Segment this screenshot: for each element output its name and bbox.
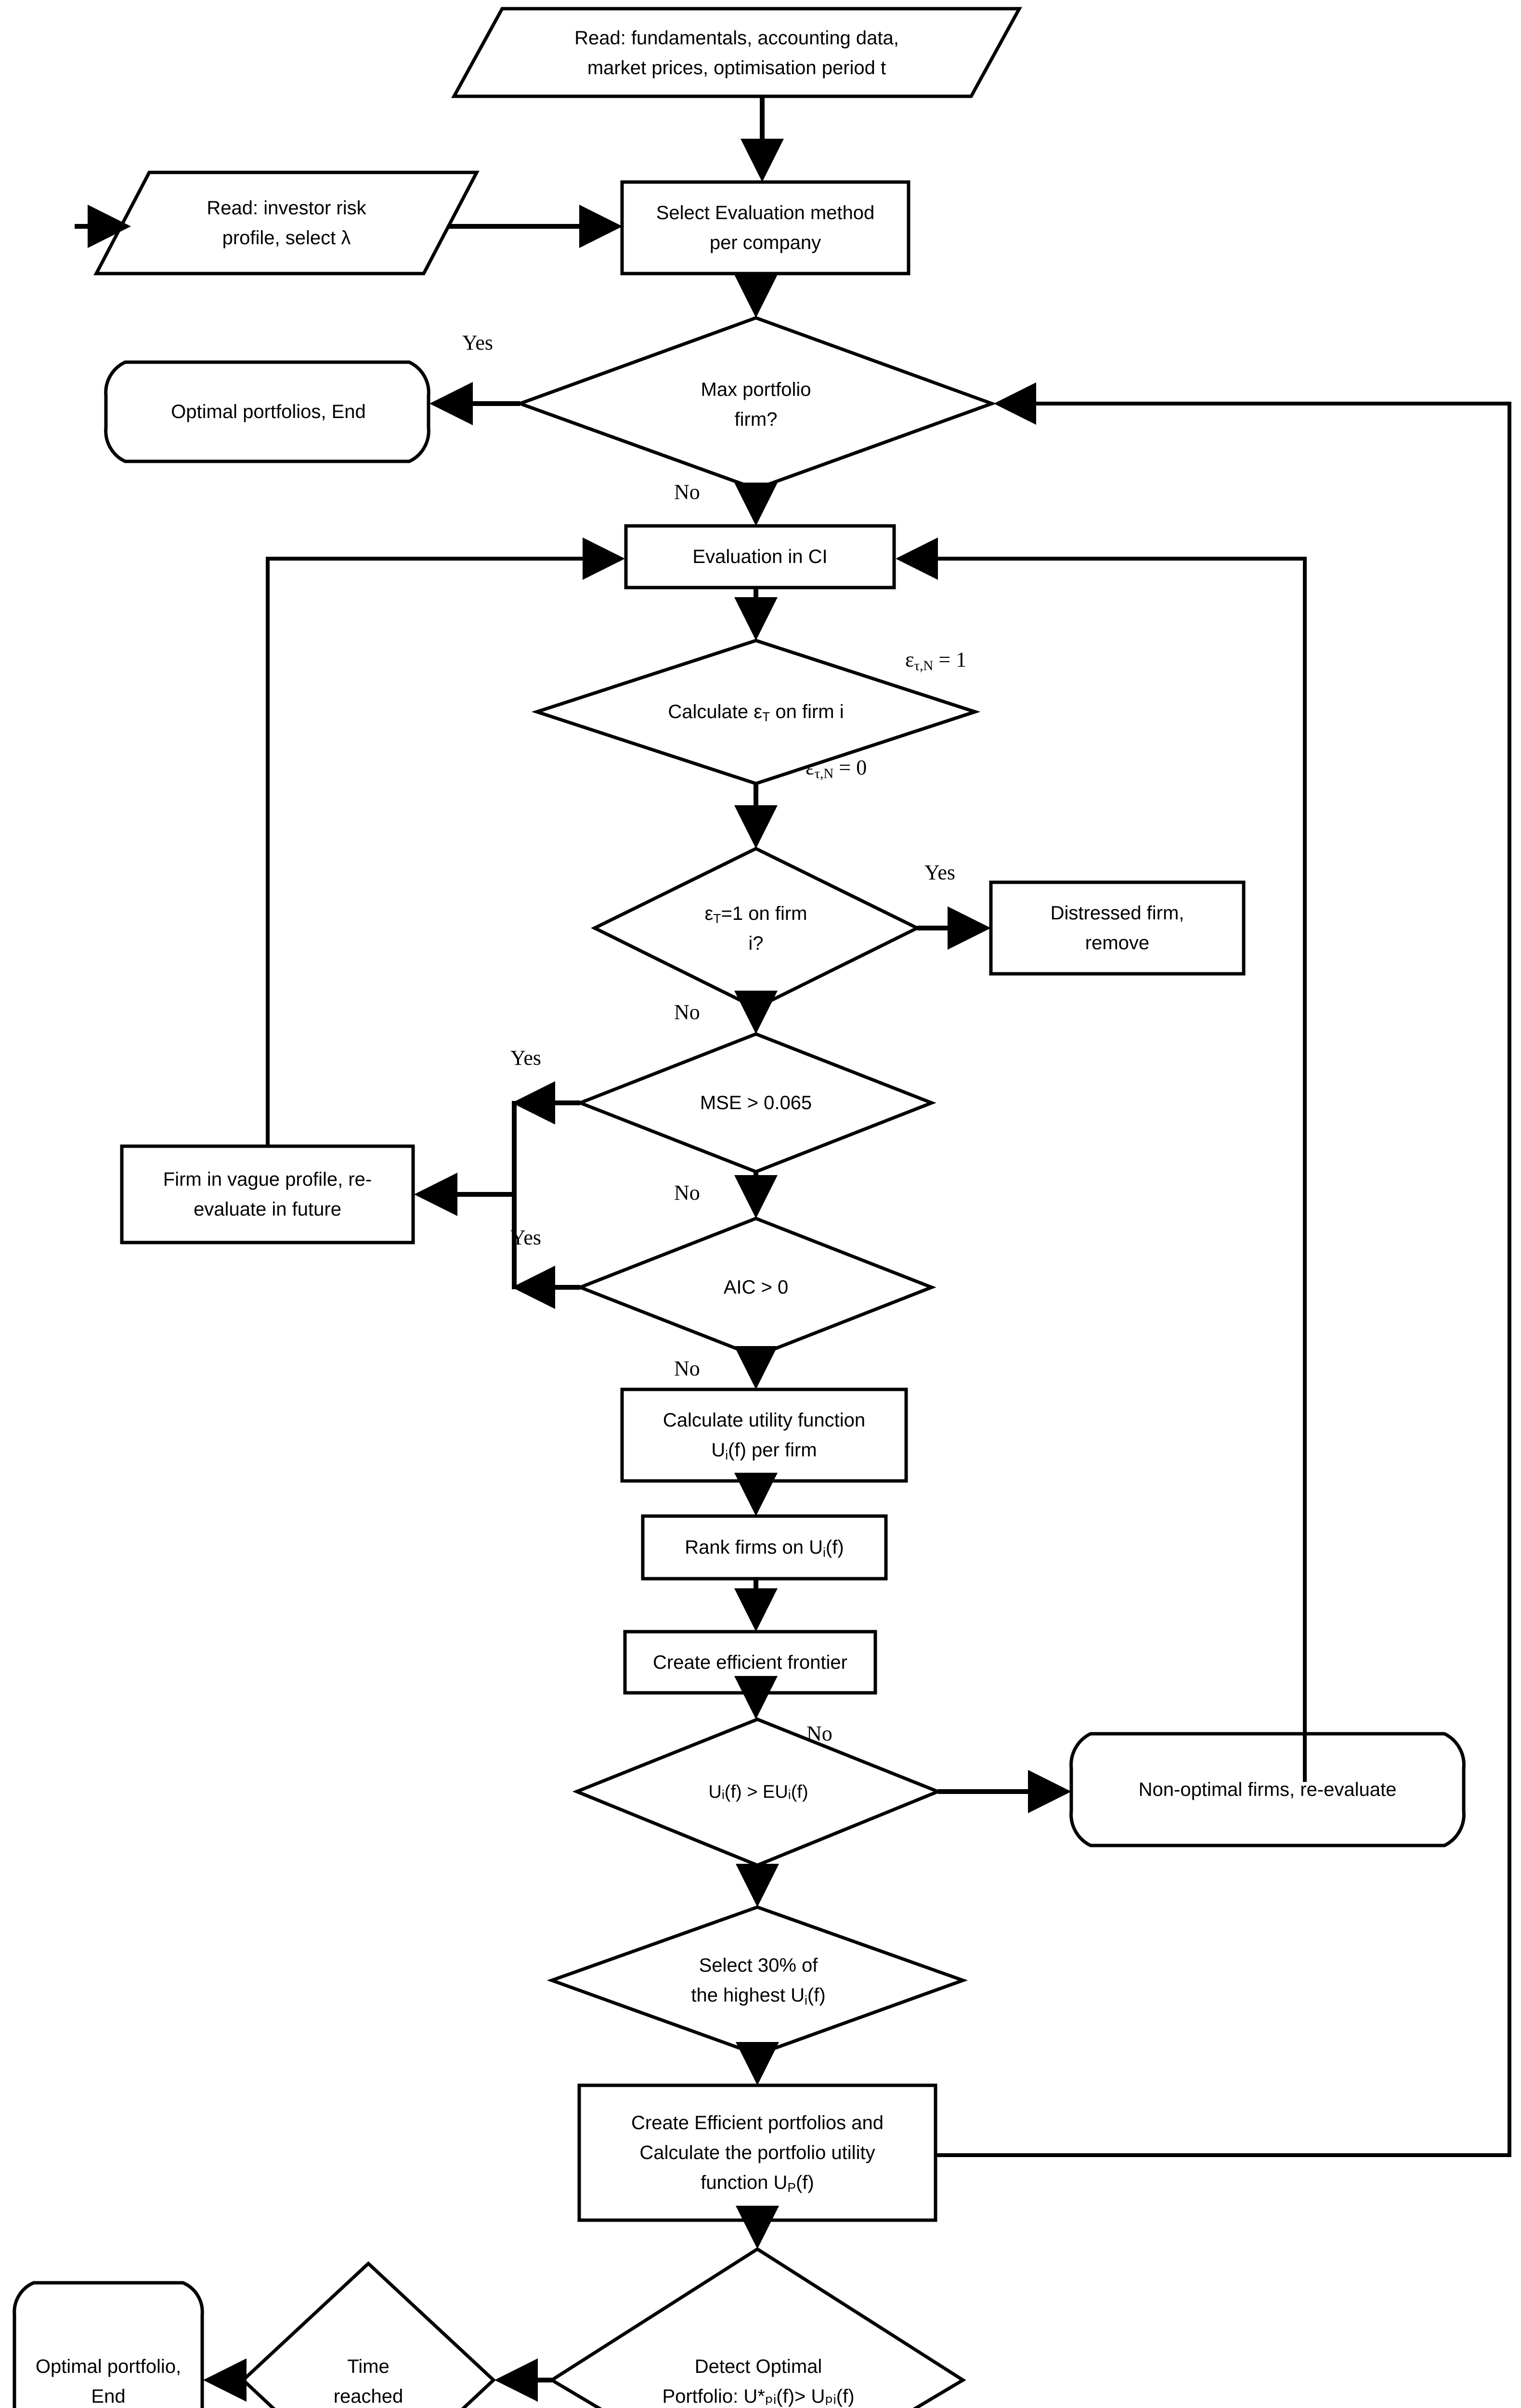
node-non-optimal-firms-shape	[1069, 1732, 1466, 1847]
edge-label-max-portfolio-yes: Yes	[462, 331, 494, 354]
node-evaluation-ci-shape	[624, 524, 896, 589]
node-select-evaluation-shape	[620, 180, 910, 275]
node-distressed-firm-shape	[989, 880, 1246, 976]
edge-label-epsilon-tn-one: ετ,N = 1	[905, 648, 967, 674]
node-max-portfolio-shape	[515, 316, 997, 491]
node-optimal-portfolio-end-shape	[13, 2281, 204, 2408]
node-utility-compare-shape	[572, 1717, 943, 1867]
node-epsilon-one-shape	[591, 847, 921, 1010]
edge-label-distressed-yes: Yes	[924, 861, 956, 884]
node-rank-firms-shape	[641, 1514, 888, 1581]
edge-portfolios-feedback-to-max	[936, 382, 1511, 2157]
node-optimal-portfolios-end-shape	[104, 360, 430, 463]
node-create-frontier-shape	[623, 1630, 877, 1695]
edge-label-mse-no: No	[674, 1181, 700, 1204]
edge-nonoptimal-feedback-to-evaluation	[896, 537, 1307, 1782]
node-read-investor-shape	[93, 170, 480, 275]
node-time-reached-shape	[240, 2261, 496, 2408]
edge-label-epsilon-tn-zero: ετ,N = 0	[806, 756, 867, 782]
edge-label-max-portfolio-no: No	[674, 480, 700, 504]
node-select-30-shape	[546, 1905, 968, 2056]
edge-label-aic-no: No	[674, 1357, 700, 1380]
node-detect-optimal-shape	[548, 2247, 966, 2408]
node-calculate-utility-shape	[620, 1387, 908, 1483]
edge-label-epsilon-no: No	[674, 1000, 700, 1024]
node-firm-vague-shape	[120, 1144, 415, 1244]
edge-label-utility-no: No	[806, 1722, 832, 1745]
edge-vague-feedback-to-evaluation	[266, 537, 625, 1146]
node-aic-shape	[575, 1217, 936, 1358]
node-create-portfolios-shape	[577, 2083, 937, 2222]
edge-label-aic-yes: Yes	[510, 1226, 542, 1249]
edge-label-mse-yes: Yes	[510, 1046, 542, 1070]
node-read-fundamentals-shape	[451, 7, 1022, 98]
node-mse-shape	[575, 1032, 936, 1174]
